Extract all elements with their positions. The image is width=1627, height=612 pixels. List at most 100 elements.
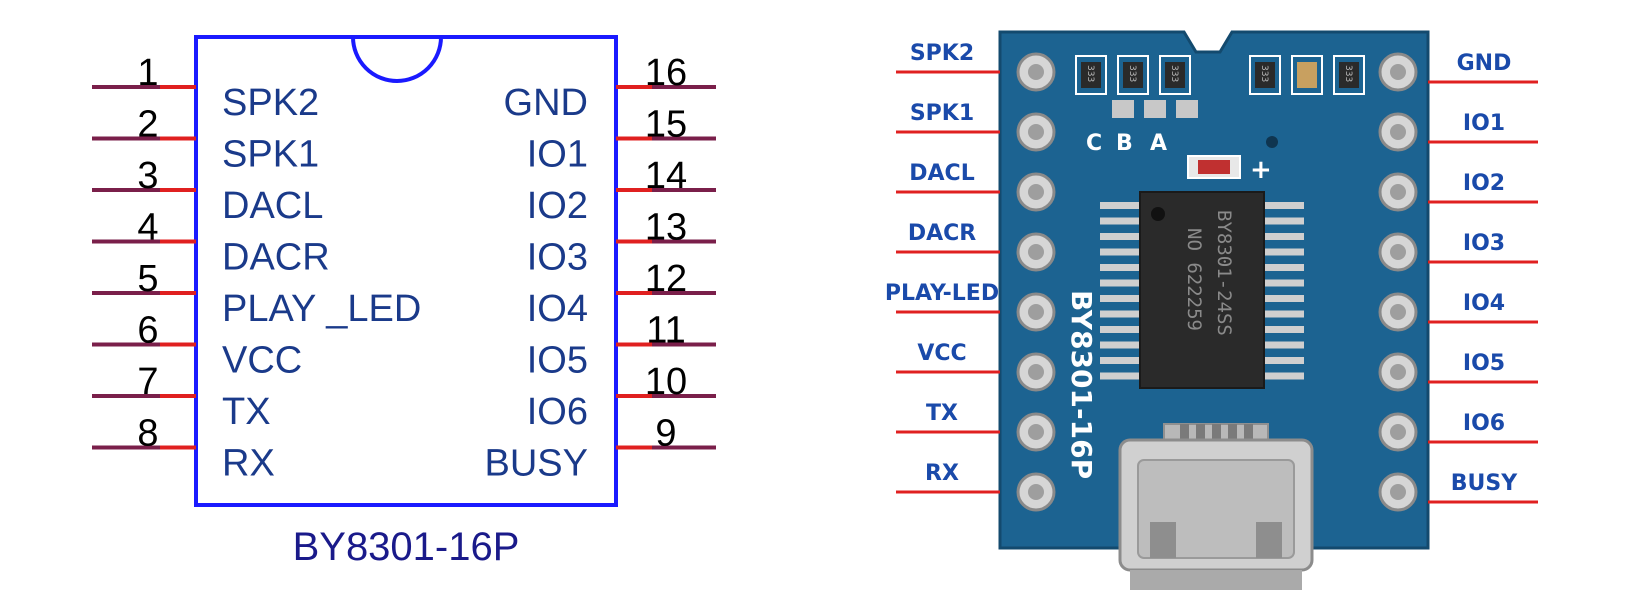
resistor-body [1255, 62, 1275, 88]
pin-name: TX [222, 391, 271, 433]
header-pad-hole [1390, 304, 1406, 320]
chip-lead [1100, 310, 1140, 318]
pin-number: 7 [137, 361, 158, 403]
pin-name: IO5 [527, 340, 588, 382]
resistor-body [1165, 62, 1185, 88]
chip-lead [1264, 357, 1304, 364]
chip-lead [1264, 202, 1304, 209]
callout-label: RX [925, 461, 959, 486]
jumper-pads: C B A [1086, 100, 1198, 156]
pin-name: IO6 [527, 391, 588, 433]
resistor-body [1297, 62, 1317, 88]
pin-number: 3 [137, 155, 158, 197]
led-polarity-plus: + [1250, 155, 1272, 185]
pin-name: IO2 [527, 185, 588, 227]
usb-tab-right [1256, 522, 1282, 558]
led-lens [1198, 160, 1230, 174]
silk-board-name: BY8301-16P [1065, 290, 1098, 479]
pin-number: 2 [137, 104, 158, 146]
header-pad-hole [1390, 244, 1406, 260]
usb-pin [1244, 424, 1253, 450]
usb-mouth [1130, 570, 1302, 590]
jumper-label-b: B [1116, 131, 1133, 156]
chip-lead [1100, 326, 1140, 333]
via [1266, 136, 1278, 148]
header-pad-hole [1028, 364, 1044, 380]
jumper-pad-b [1144, 100, 1166, 118]
usb-pin [1180, 424, 1189, 450]
jumper-label-a: A [1150, 131, 1167, 156]
pin-name: GND [504, 82, 588, 124]
pin-number: 10 [645, 361, 687, 403]
pin-name: BUSY [485, 443, 588, 485]
chip-lead [1264, 372, 1304, 380]
pin-number: 15 [645, 104, 687, 146]
pin-number: 9 [655, 413, 676, 455]
callout-label: IO5 [1463, 351, 1505, 376]
chip-lead [1264, 341, 1304, 349]
chip-lead [1100, 372, 1140, 380]
header-pads [1016, 52, 1418, 512]
header-pad-hole [1028, 244, 1044, 260]
resistor-code: 333 [1343, 65, 1353, 82]
resistor-code: 333 [1169, 65, 1179, 82]
pin-number: 8 [137, 413, 158, 455]
chip-lead [1100, 264, 1140, 271]
chip-lead [1100, 248, 1140, 256]
callout-label: SPK1 [910, 101, 974, 126]
pin-name: IO3 [527, 237, 588, 279]
ic-body-outline [194, 35, 618, 507]
usb-pin [1228, 424, 1237, 450]
resistor-body [1081, 62, 1101, 88]
header-pad-hole [1390, 124, 1406, 140]
chip-lead [1264, 217, 1304, 225]
header-pad-hole [1390, 484, 1406, 500]
chip-lead [1264, 295, 1304, 302]
chip-lead [1100, 279, 1140, 287]
pin-number: 14 [645, 155, 687, 197]
pin-number: 13 [645, 207, 687, 249]
pin-name: IO1 [527, 134, 588, 176]
pin-number: 4 [137, 207, 158, 249]
pin-callouts: SPK2SPK1DACLDACRPLAY-LEDVCCTXRXGNDIO1IO2… [885, 41, 1538, 504]
header-pad-hole [1028, 304, 1044, 320]
usb-pin [1196, 424, 1205, 450]
header-pad-hole [1390, 184, 1406, 200]
chip-lead [1100, 295, 1140, 302]
pin-number: 11 [646, 310, 685, 352]
play-led: + [1187, 136, 1278, 185]
resistor-body [1123, 62, 1143, 88]
callout-label: IO4 [1463, 291, 1505, 316]
usb-tab-left [1150, 522, 1176, 558]
jumper-pad-c [1112, 100, 1134, 118]
pin-name: RX [222, 443, 275, 485]
chip-lead [1100, 233, 1140, 240]
header-pad-hole [1028, 184, 1044, 200]
chip-lead [1264, 310, 1304, 318]
usb-shell-inner [1137, 459, 1295, 559]
chip-lead [1100, 202, 1140, 209]
pin1-notch [351, 36, 443, 83]
chip-marking-line1: BY8301-24SS [1213, 210, 1235, 336]
header-pad-hole [1390, 64, 1406, 80]
callout-label: VCC [917, 341, 966, 366]
pin-name: DACL [222, 185, 323, 227]
callout-label: GND [1457, 51, 1512, 76]
chip-lead [1264, 233, 1304, 240]
pin-number: 16 [645, 52, 687, 94]
callout-label: IO1 [1463, 111, 1505, 136]
header-pad-hole [1390, 424, 1406, 440]
header-pad-hole [1028, 484, 1044, 500]
part-name-label: BY8301-16P [293, 525, 520, 569]
callout-label: DACL [909, 161, 974, 186]
pin-name: DACR [222, 237, 330, 279]
pin-name: VCC [222, 340, 302, 382]
header-pad-hole [1028, 64, 1044, 80]
pin-name: IO4 [527, 288, 588, 330]
chip-marking-line2: NO 622259 [1183, 228, 1205, 331]
pin-name: PLAY _LED [222, 288, 421, 330]
